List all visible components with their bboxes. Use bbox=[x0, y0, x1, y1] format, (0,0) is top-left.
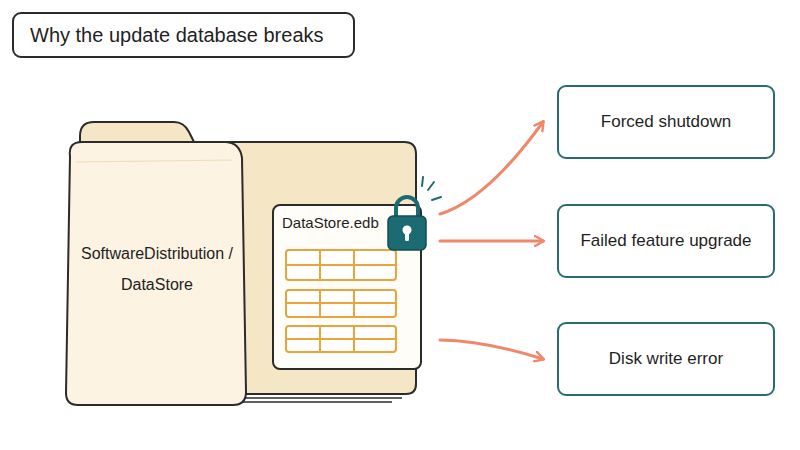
database-file-node: DataStore.edb bbox=[272, 204, 422, 370]
diagram-title: Why the update database breaks bbox=[30, 24, 324, 47]
title-frame: Why the update database breaks bbox=[12, 12, 355, 58]
box-label: Forced shutdown bbox=[593, 112, 739, 132]
folder-node: SoftwareDistribution / DataStore bbox=[62, 112, 424, 408]
arrow-connector bbox=[440, 122, 543, 214]
outcome-box: Forced shutdown bbox=[557, 85, 775, 159]
box-label: Disk write error bbox=[601, 349, 731, 369]
node-label: SoftwareDistribution / DataStore bbox=[68, 238, 246, 300]
lock-symbol bbox=[388, 177, 441, 250]
arrow-connector bbox=[440, 240, 543, 243]
box-label: Failed feature upgrade bbox=[572, 231, 759, 251]
outcome-box: Failed feature upgrade bbox=[557, 204, 775, 278]
outcome-box: Disk write error bbox=[557, 322, 775, 396]
node-label: DataStore.edb bbox=[282, 214, 379, 231]
arrow-connector bbox=[440, 340, 543, 359]
